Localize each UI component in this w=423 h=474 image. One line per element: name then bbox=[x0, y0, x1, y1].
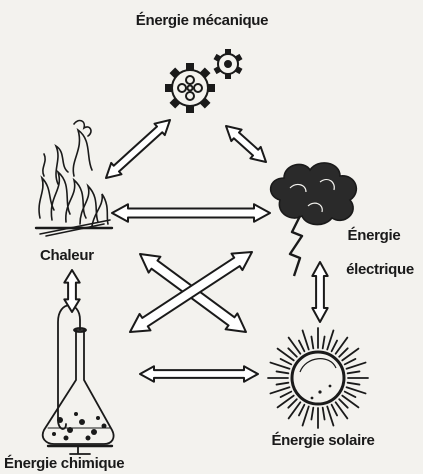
sun-ray bbox=[270, 363, 289, 369]
sun-ray bbox=[270, 387, 289, 393]
sun-ray bbox=[327, 407, 333, 426]
sun-ray bbox=[281, 392, 292, 397]
arrow-chaleur-electrique bbox=[112, 204, 270, 222]
label-chaleur: Chaleur bbox=[40, 247, 94, 264]
arrow-chimique-solaire bbox=[140, 366, 258, 381]
sun-ray bbox=[311, 408, 313, 420]
sun-ray bbox=[303, 330, 309, 349]
sun-ray bbox=[299, 341, 304, 352]
sun-ray bbox=[332, 341, 337, 352]
sun-ray bbox=[323, 337, 325, 349]
sun-ray bbox=[347, 387, 366, 393]
sun-ray bbox=[288, 348, 296, 356]
sun-ray bbox=[323, 408, 325, 420]
sun-ray bbox=[345, 359, 356, 364]
sun-ray bbox=[348, 371, 360, 373]
fire-icon bbox=[36, 121, 112, 236]
arrow-mecanique-electrique bbox=[226, 126, 266, 162]
sun-ray bbox=[347, 363, 366, 369]
sun-ray bbox=[281, 359, 292, 364]
sun-ray bbox=[327, 330, 333, 349]
sun-ray bbox=[311, 337, 313, 349]
sun-ray bbox=[332, 405, 337, 416]
sun-ray bbox=[277, 371, 289, 373]
sun-ray bbox=[345, 392, 356, 397]
label-energie-chimique: Énergie chimique bbox=[4, 455, 124, 472]
sun-icon bbox=[268, 328, 368, 428]
label-energie-mecanique: Énergie mécanique bbox=[136, 12, 268, 29]
sun-ray bbox=[288, 399, 296, 407]
arrows-group bbox=[64, 120, 327, 382]
arrow-electrique-solaire bbox=[312, 262, 327, 322]
sun-ray bbox=[339, 348, 347, 356]
sun-ray bbox=[299, 405, 304, 416]
sun-ray bbox=[348, 383, 360, 385]
sun-ray bbox=[277, 383, 289, 385]
label-energie-electrique-line1: Énergie bbox=[348, 227, 401, 244]
flask-burner-icon bbox=[43, 305, 114, 454]
sun-ray bbox=[303, 407, 309, 426]
sun-ray bbox=[339, 399, 347, 407]
label-energie-electrique-line2: électrique bbox=[346, 261, 414, 278]
arrow-chaleur-mecanique bbox=[106, 120, 170, 178]
label-energie-solaire: Énergie solaire bbox=[271, 432, 374, 449]
gears-icon bbox=[165, 49, 242, 113]
storm-cloud-lightning-icon bbox=[271, 163, 357, 276]
